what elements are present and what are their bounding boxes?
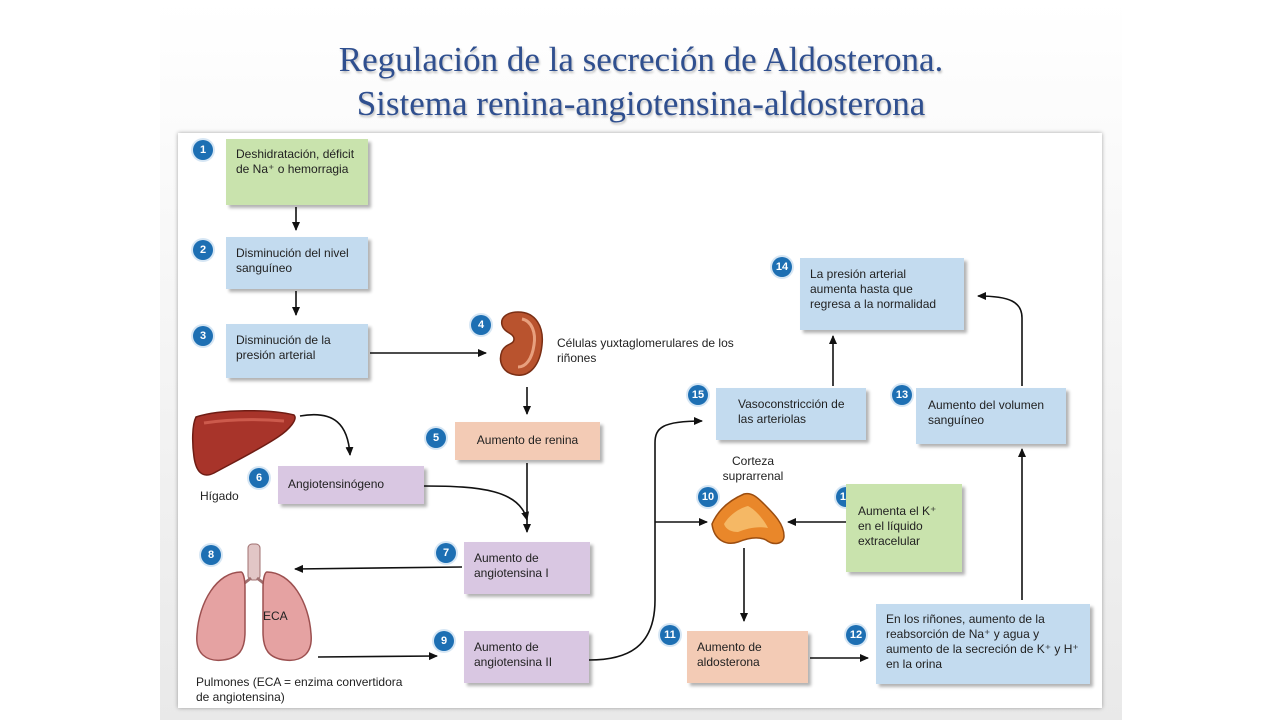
step-2-badge: 2 <box>193 240 213 260</box>
arrow-13-to-14 <box>977 292 1023 386</box>
step-12-box: En los riñones, aumento de la reabsorció… <box>876 604 1090 684</box>
step-5-box: Aumento de renina <box>455 422 600 460</box>
step-1-badge: 1 <box>193 140 213 160</box>
step-14-badge: 14 <box>772 257 792 277</box>
step-3-box: Disminución de la presión arterial <box>226 324 368 378</box>
step-15-box: Vasoconstricción de las arteriolas <box>716 388 866 440</box>
step-9-box: Aumento de angiotensina II <box>464 631 589 683</box>
step-11-box: Aumento de aldosterona <box>687 631 808 683</box>
liver-label: Hígado <box>200 489 239 503</box>
step-9-badge: 9 <box>434 631 454 651</box>
step-15-badge: 15 <box>688 385 708 405</box>
step-6-box: Angiotensinógeno <box>278 466 424 504</box>
step-12-badge: 12 <box>846 625 866 645</box>
step-7-badge: 7 <box>436 543 456 563</box>
adrenal-gland-icon <box>711 492 785 545</box>
arrow-liver-to-6 <box>299 414 354 456</box>
step-2-box: Disminución del nivel sanguíneo <box>226 237 368 289</box>
step-7-box: Aumento de angiotensina I <box>464 542 590 594</box>
arrow-8-to-9 <box>317 652 438 661</box>
arrow-6-to-7 <box>423 485 530 521</box>
arrow-9-to-15-10 <box>588 417 703 661</box>
step-14-box: La presión arterial aumenta hasta que re… <box>800 258 964 330</box>
step-10-label: Corteza suprarrenal <box>722 454 784 483</box>
slide-title-line-2: Sistema renina-angiotensina-aldosterona <box>356 84 926 123</box>
step-16-box: Aumenta el K⁺ en el líquido extracelular <box>846 484 962 572</box>
liver-icon <box>191 409 296 476</box>
lungs-eca-label: ECA <box>263 609 288 623</box>
kidney-icon <box>499 311 544 376</box>
step-10-badge: 10 <box>698 487 718 507</box>
step-4-badge: 4 <box>471 315 491 335</box>
step-6-badge: 6 <box>249 468 269 488</box>
step-5-badge: 5 <box>426 428 446 448</box>
step-1-box: Deshidratación, déficit de Na⁺ o hemorra… <box>226 139 368 205</box>
step-13-badge: 13 <box>892 385 912 405</box>
step-8-badge: 8 <box>201 545 221 565</box>
step-13-box: Aumento del volumen sanguíneo <box>916 388 1066 444</box>
lungs-icon <box>196 543 312 662</box>
step-3-badge: 3 <box>193 326 213 346</box>
lungs-caption: Pulmones (ECA = enzima convertidora de a… <box>196 675 403 704</box>
step-4-label: Células yuxtaglomerulares de los riñones <box>557 336 734 365</box>
arrow-7-to-8 <box>294 564 463 573</box>
slide-title-line-1: Regulación de la secreción de Aldosteron… <box>338 40 944 79</box>
step-11-badge: 11 <box>660 625 680 645</box>
